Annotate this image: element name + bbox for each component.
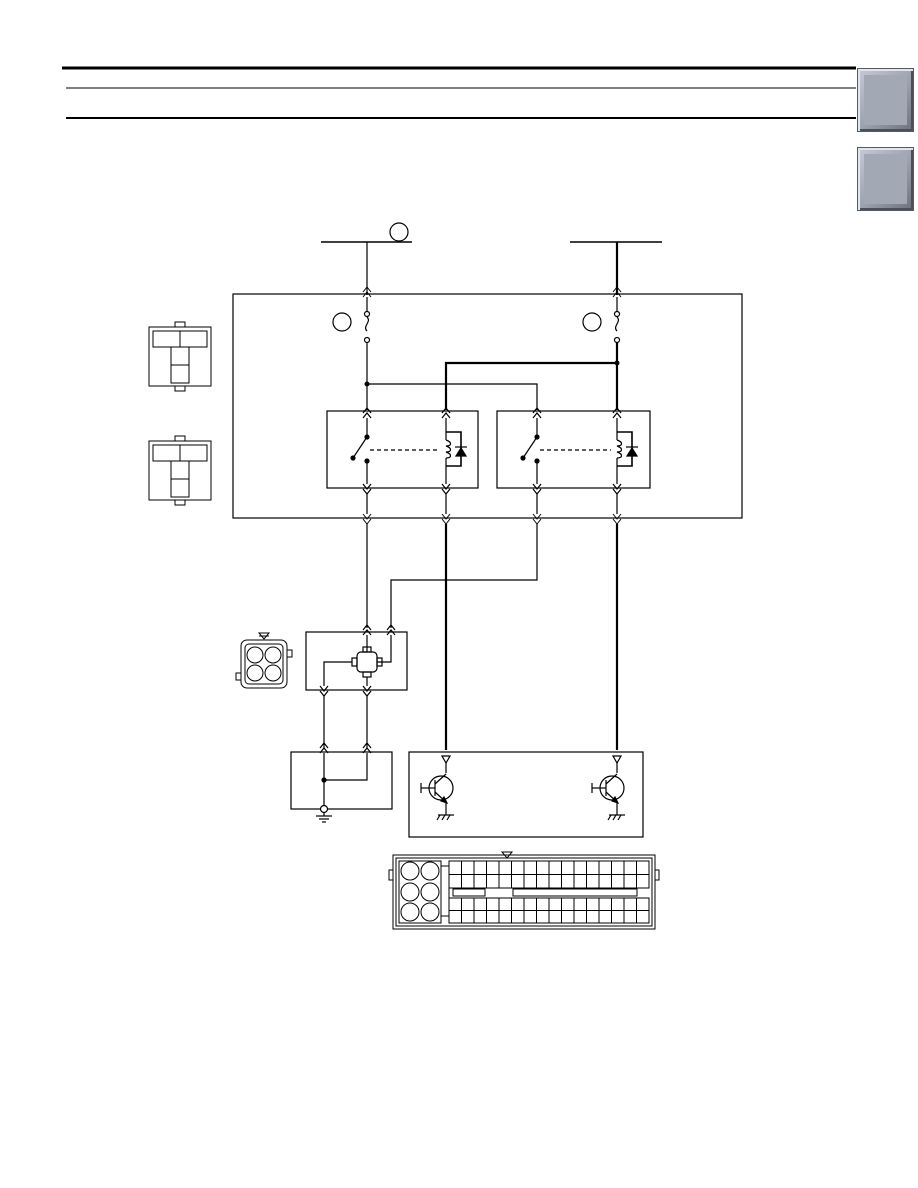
relay-right <box>496 407 651 495</box>
relay-box-wiring <box>364 360 620 410</box>
gray-bevel-tab-icon <box>864 75 907 125</box>
ecu-connector-pinout <box>388 851 660 930</box>
relay-box <box>232 293 743 519</box>
power-bus-left <box>321 222 412 295</box>
bus-label-circle <box>389 222 409 242</box>
header-rules <box>62 66 856 119</box>
connector-pinout-top <box>148 321 212 392</box>
side-tab-2[interactable] <box>857 147 914 211</box>
ground-component <box>290 742 393 823</box>
relay-to-box-bottom <box>366 494 618 514</box>
motor-component <box>305 624 408 697</box>
box-top-arrows <box>362 286 622 298</box>
box-bottom-arrows <box>362 513 622 525</box>
fuse-left <box>332 297 371 410</box>
side-tab-1[interactable] <box>857 68 914 132</box>
ecu-component <box>408 751 644 838</box>
gray-bevel-tab-icon <box>864 154 907 204</box>
connector-pinout-middle <box>148 435 212 506</box>
motor-connector-pinout <box>235 632 293 689</box>
transistor-right <box>591 773 625 821</box>
relay-left <box>326 407 479 495</box>
fuse-right <box>582 297 621 410</box>
lower-wiring <box>366 524 619 750</box>
power-bus-right <box>570 241 662 295</box>
motor-to-ground-wiring <box>323 696 368 748</box>
transistor-left <box>420 773 454 821</box>
